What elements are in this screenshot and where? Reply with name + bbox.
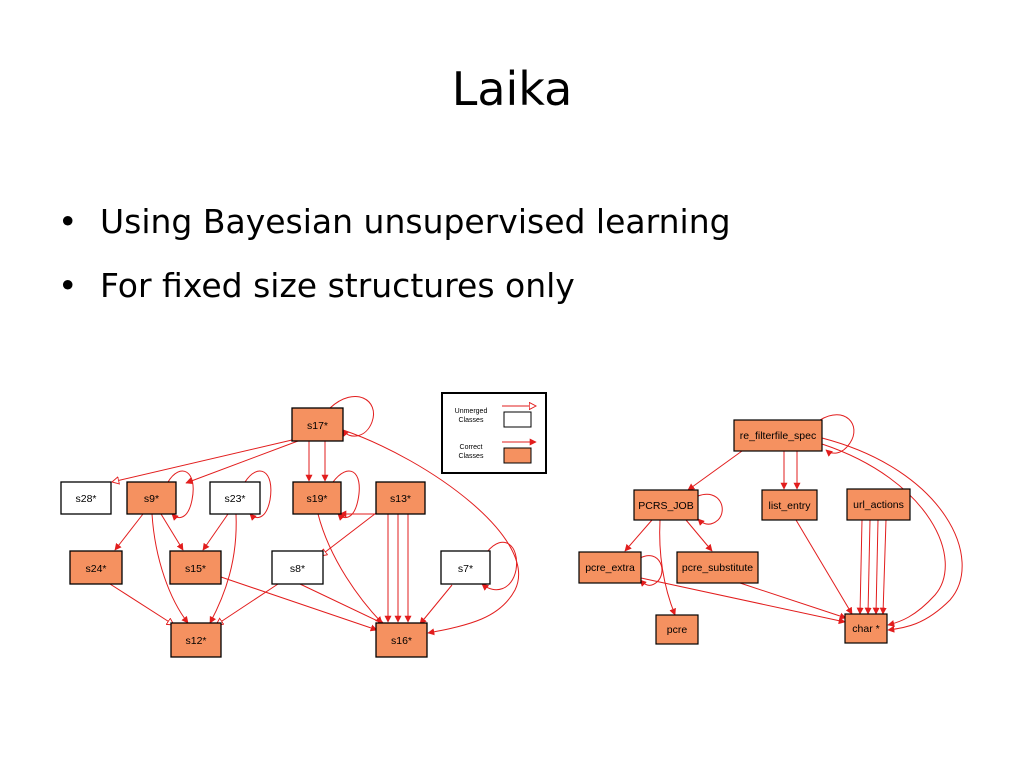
- node-s13: s13*: [375, 481, 426, 515]
- edge: [220, 576, 378, 632]
- left-diagram-nodes: s17* s28* s9* s23* s19* s13* s24* s15*: [60, 407, 491, 658]
- edge: [167, 470, 194, 521]
- node-s23: s23*: [209, 481, 261, 515]
- edge: [419, 584, 453, 625]
- legend-unmerged-swatch: [503, 411, 532, 428]
- node-s24: s24*: [69, 550, 123, 585]
- legend-correct-label-2: Classes: [459, 453, 484, 460]
- node-label: re_filterfile_spec: [740, 430, 816, 442]
- edge: [209, 513, 237, 624]
- node-label: s23*: [224, 493, 245, 505]
- edge: [317, 513, 383, 624]
- node-label: s15*: [185, 563, 206, 575]
- node-label: s8*: [290, 563, 305, 575]
- edge: [856, 519, 864, 615]
- edge: [639, 555, 663, 587]
- node-label: s7*: [458, 563, 473, 575]
- node-label: pcre_extra: [585, 562, 635, 574]
- node-s28: s28*: [60, 481, 112, 515]
- node-label: pcre_substitute: [682, 562, 753, 574]
- node-label: list_entry: [768, 500, 811, 512]
- right-diagram-edges: [624, 414, 963, 633]
- bullet-dot-icon: •: [58, 202, 78, 241]
- edge: [114, 513, 144, 551]
- edge: [872, 519, 880, 615]
- bullet-item: • For fixed size structures only: [58, 254, 731, 318]
- node-label: s13*: [390, 493, 411, 505]
- node-s17: s17*: [291, 407, 344, 442]
- node-pcrs-job: PCRS_JOB: [633, 489, 699, 521]
- bullet-text: For fixed size structures only: [100, 266, 575, 305]
- edge: [320, 509, 381, 556]
- edge: [685, 519, 713, 552]
- bullet-dot-icon: •: [58, 266, 78, 305]
- edge: [821, 443, 946, 627]
- edge: [244, 470, 272, 521]
- node-re-filterfile-spec: re_filterfile_spec: [733, 419, 823, 452]
- node-pcre: pcre: [655, 614, 699, 645]
- edge: [659, 519, 676, 616]
- node-label: s24*: [85, 563, 106, 575]
- node-pcre-extra: pcre_extra: [578, 551, 642, 584]
- edge: [624, 519, 653, 552]
- legend-unmerged-label-2: Classes: [459, 417, 484, 424]
- node-s9: s9*: [126, 481, 177, 515]
- node-label: s16*: [391, 635, 412, 647]
- node-s7: s7*: [440, 550, 491, 585]
- node-list-entry: list_entry: [761, 489, 818, 521]
- edge: [795, 519, 853, 615]
- edge: [185, 440, 299, 485]
- edge: [697, 493, 723, 526]
- legend-correct-swatch: [503, 447, 532, 464]
- edge: [342, 429, 519, 636]
- slide-title: Laika: [451, 62, 573, 116]
- node-label: s12*: [185, 635, 206, 647]
- edge: [821, 437, 963, 633]
- node-char: char *: [844, 613, 888, 644]
- node-pcre-substitute: pcre_substitute: [676, 551, 759, 584]
- node-label: PCRS_JOB: [638, 500, 693, 512]
- legend-correct-label-1: Correct: [460, 444, 483, 451]
- node-s8: s8*: [271, 550, 324, 585]
- node-s12: s12*: [170, 622, 222, 658]
- edge: [687, 450, 743, 491]
- edge: [864, 519, 872, 615]
- edge: [879, 519, 887, 615]
- edge: [640, 577, 846, 625]
- node-label: pcre: [667, 624, 688, 636]
- legend: Unmerged Classes Correct Classes: [441, 392, 547, 474]
- bullet-list: • Using Bayesian unsupervised learning • F…: [58, 190, 731, 318]
- edge: [202, 513, 229, 551]
- bullet-item: • Using Bayesian unsupervised learning: [58, 190, 731, 254]
- node-label: s9*: [144, 493, 159, 505]
- node-label: s17*: [307, 420, 328, 432]
- node-s16: s16*: [375, 622, 428, 658]
- edge: [819, 414, 855, 457]
- node-s19: s19*: [292, 481, 342, 515]
- edge: [160, 513, 184, 551]
- edge: [481, 541, 518, 591]
- node-url-actions: url_actions: [846, 488, 911, 521]
- edge: [151, 513, 189, 624]
- legend-unmerged-label-1: Unmerged: [455, 408, 488, 415]
- edge: [329, 396, 374, 438]
- node-label: s28*: [75, 493, 96, 505]
- right-diagram-nodes: re_filterfile_spec PCRS_JOB list_entry u…: [578, 419, 911, 645]
- left-diagram-edges: [109, 396, 519, 636]
- bullet-text: Using Bayesian unsupervised learning: [100, 202, 731, 241]
- edge: [109, 583, 174, 625]
- edge: [112, 439, 293, 482]
- node-label: s19*: [306, 493, 327, 505]
- edge: [299, 583, 385, 625]
- edge: [216, 583, 279, 625]
- node-s15: s15*: [169, 550, 222, 585]
- node-label: url_actions: [853, 499, 904, 511]
- edge: [739, 582, 847, 620]
- node-label: char *: [852, 623, 879, 635]
